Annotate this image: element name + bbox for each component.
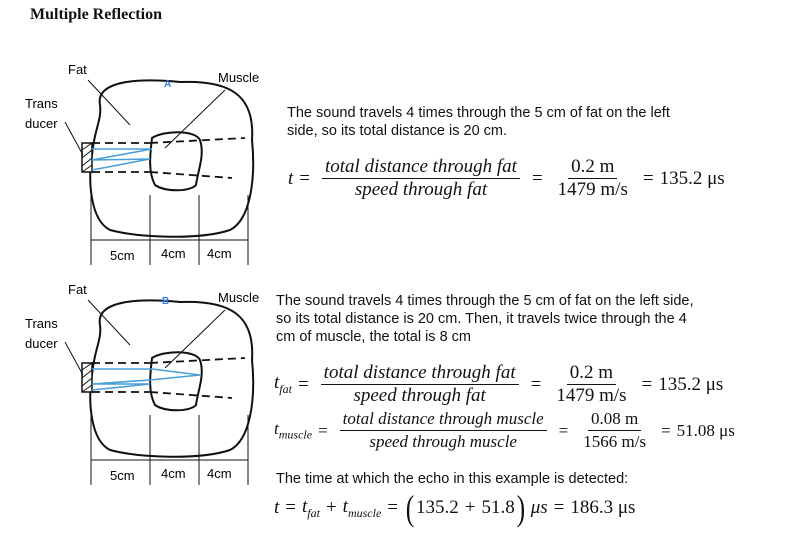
explanation-b: The sound travels 4 times through the 5 … (276, 292, 694, 346)
dimension-fat-right: 4cm (207, 466, 232, 481)
dimension-muscle: 4cm (161, 466, 186, 481)
dimension-fat: 5cm (110, 468, 135, 483)
text-line: The sound travels 4 times through the 5 … (276, 293, 694, 309)
page-title: Multiple Reflection (30, 6, 162, 23)
eq-result: 186.3 μs (570, 497, 636, 518)
muscle-label: Muscle (218, 290, 259, 305)
diagram-b: Fat B Muscle Trans ducer 5cm 4cm 4cm (25, 282, 259, 485)
eq-result: 135.2 μs (659, 167, 725, 189)
transducer-label-2: ducer (25, 116, 58, 131)
fat-label: Fat (68, 62, 87, 77)
text-line: cm of muscle, the total is 8 cm (276, 329, 472, 345)
eq-result: 51.08 μs (676, 420, 735, 440)
explanation-a: The sound travels 4 times through the 5 … (287, 104, 670, 140)
text-line: The sound travels 4 times through the 5 … (287, 105, 670, 121)
text-line: side, so its total distance is 20 cm. (287, 123, 508, 139)
muscle-label: Muscle (218, 70, 259, 85)
equation-total: t= tfat+ tmuscle= (135.2+51.8) μs=186.3 … (274, 488, 636, 528)
transducer-label: Trans (25, 96, 58, 111)
dimension-muscle: 4cm (161, 246, 186, 261)
diagram-letter: A (164, 79, 171, 90)
eq-lhs: t (288, 167, 294, 189)
text-line: so its total distance is 20 cm. Then, it… (276, 311, 687, 327)
transducer-label: Trans (25, 316, 58, 331)
transducer-label-2: ducer (25, 336, 58, 351)
diagram-letter: B (162, 296, 169, 307)
fat-label: Fat (68, 282, 87, 297)
echo-text: The time at which the echo in this examp… (276, 471, 629, 487)
eq-result: 135.2 μs (658, 373, 724, 395)
dimension-fat: 5cm (110, 248, 135, 263)
diagram-a: Fat A Muscle Trans ducer 5cm 4cm 4cm (25, 62, 259, 265)
dimension-fat-right: 4cm (207, 246, 232, 261)
